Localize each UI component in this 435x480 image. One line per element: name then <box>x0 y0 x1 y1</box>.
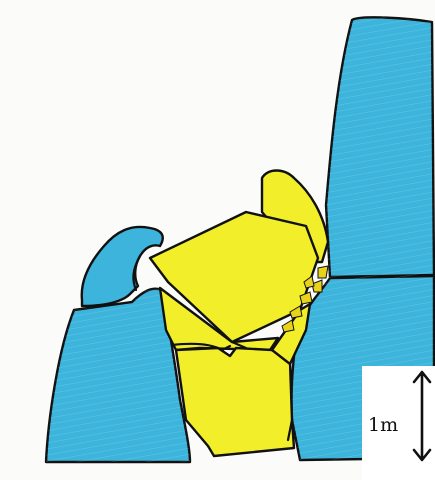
scale-bar-label: 1m <box>368 414 398 436</box>
scale-bar: 1m <box>362 366 435 480</box>
